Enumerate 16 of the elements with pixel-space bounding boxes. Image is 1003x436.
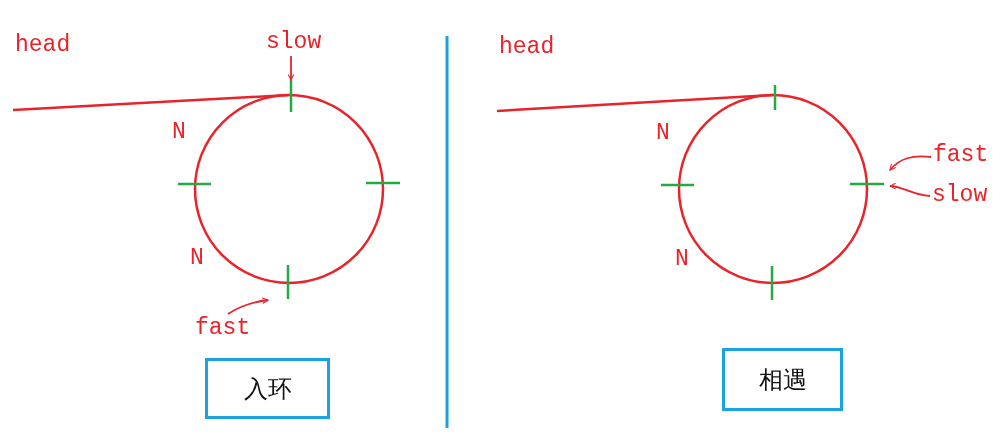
arrow <box>889 183 931 197</box>
pointer-label: slow <box>932 183 988 207</box>
stage-box: 相遇 <box>722 348 843 411</box>
step-count-label: N <box>190 246 204 270</box>
pointer-label: fast <box>195 316 251 340</box>
step-count-label: N <box>172 120 186 144</box>
stage-box: 入环 <box>205 358 330 419</box>
pointer-label: head <box>499 35 555 59</box>
pointer-label: slow <box>266 30 322 54</box>
step-count-label: N <box>656 121 670 145</box>
arrow <box>287 55 295 81</box>
pointer-label: head <box>15 33 71 57</box>
arrow <box>889 155 932 171</box>
step-count-label: N <box>675 247 689 271</box>
arrow <box>227 297 269 315</box>
pointer-label: fast <box>933 143 989 167</box>
